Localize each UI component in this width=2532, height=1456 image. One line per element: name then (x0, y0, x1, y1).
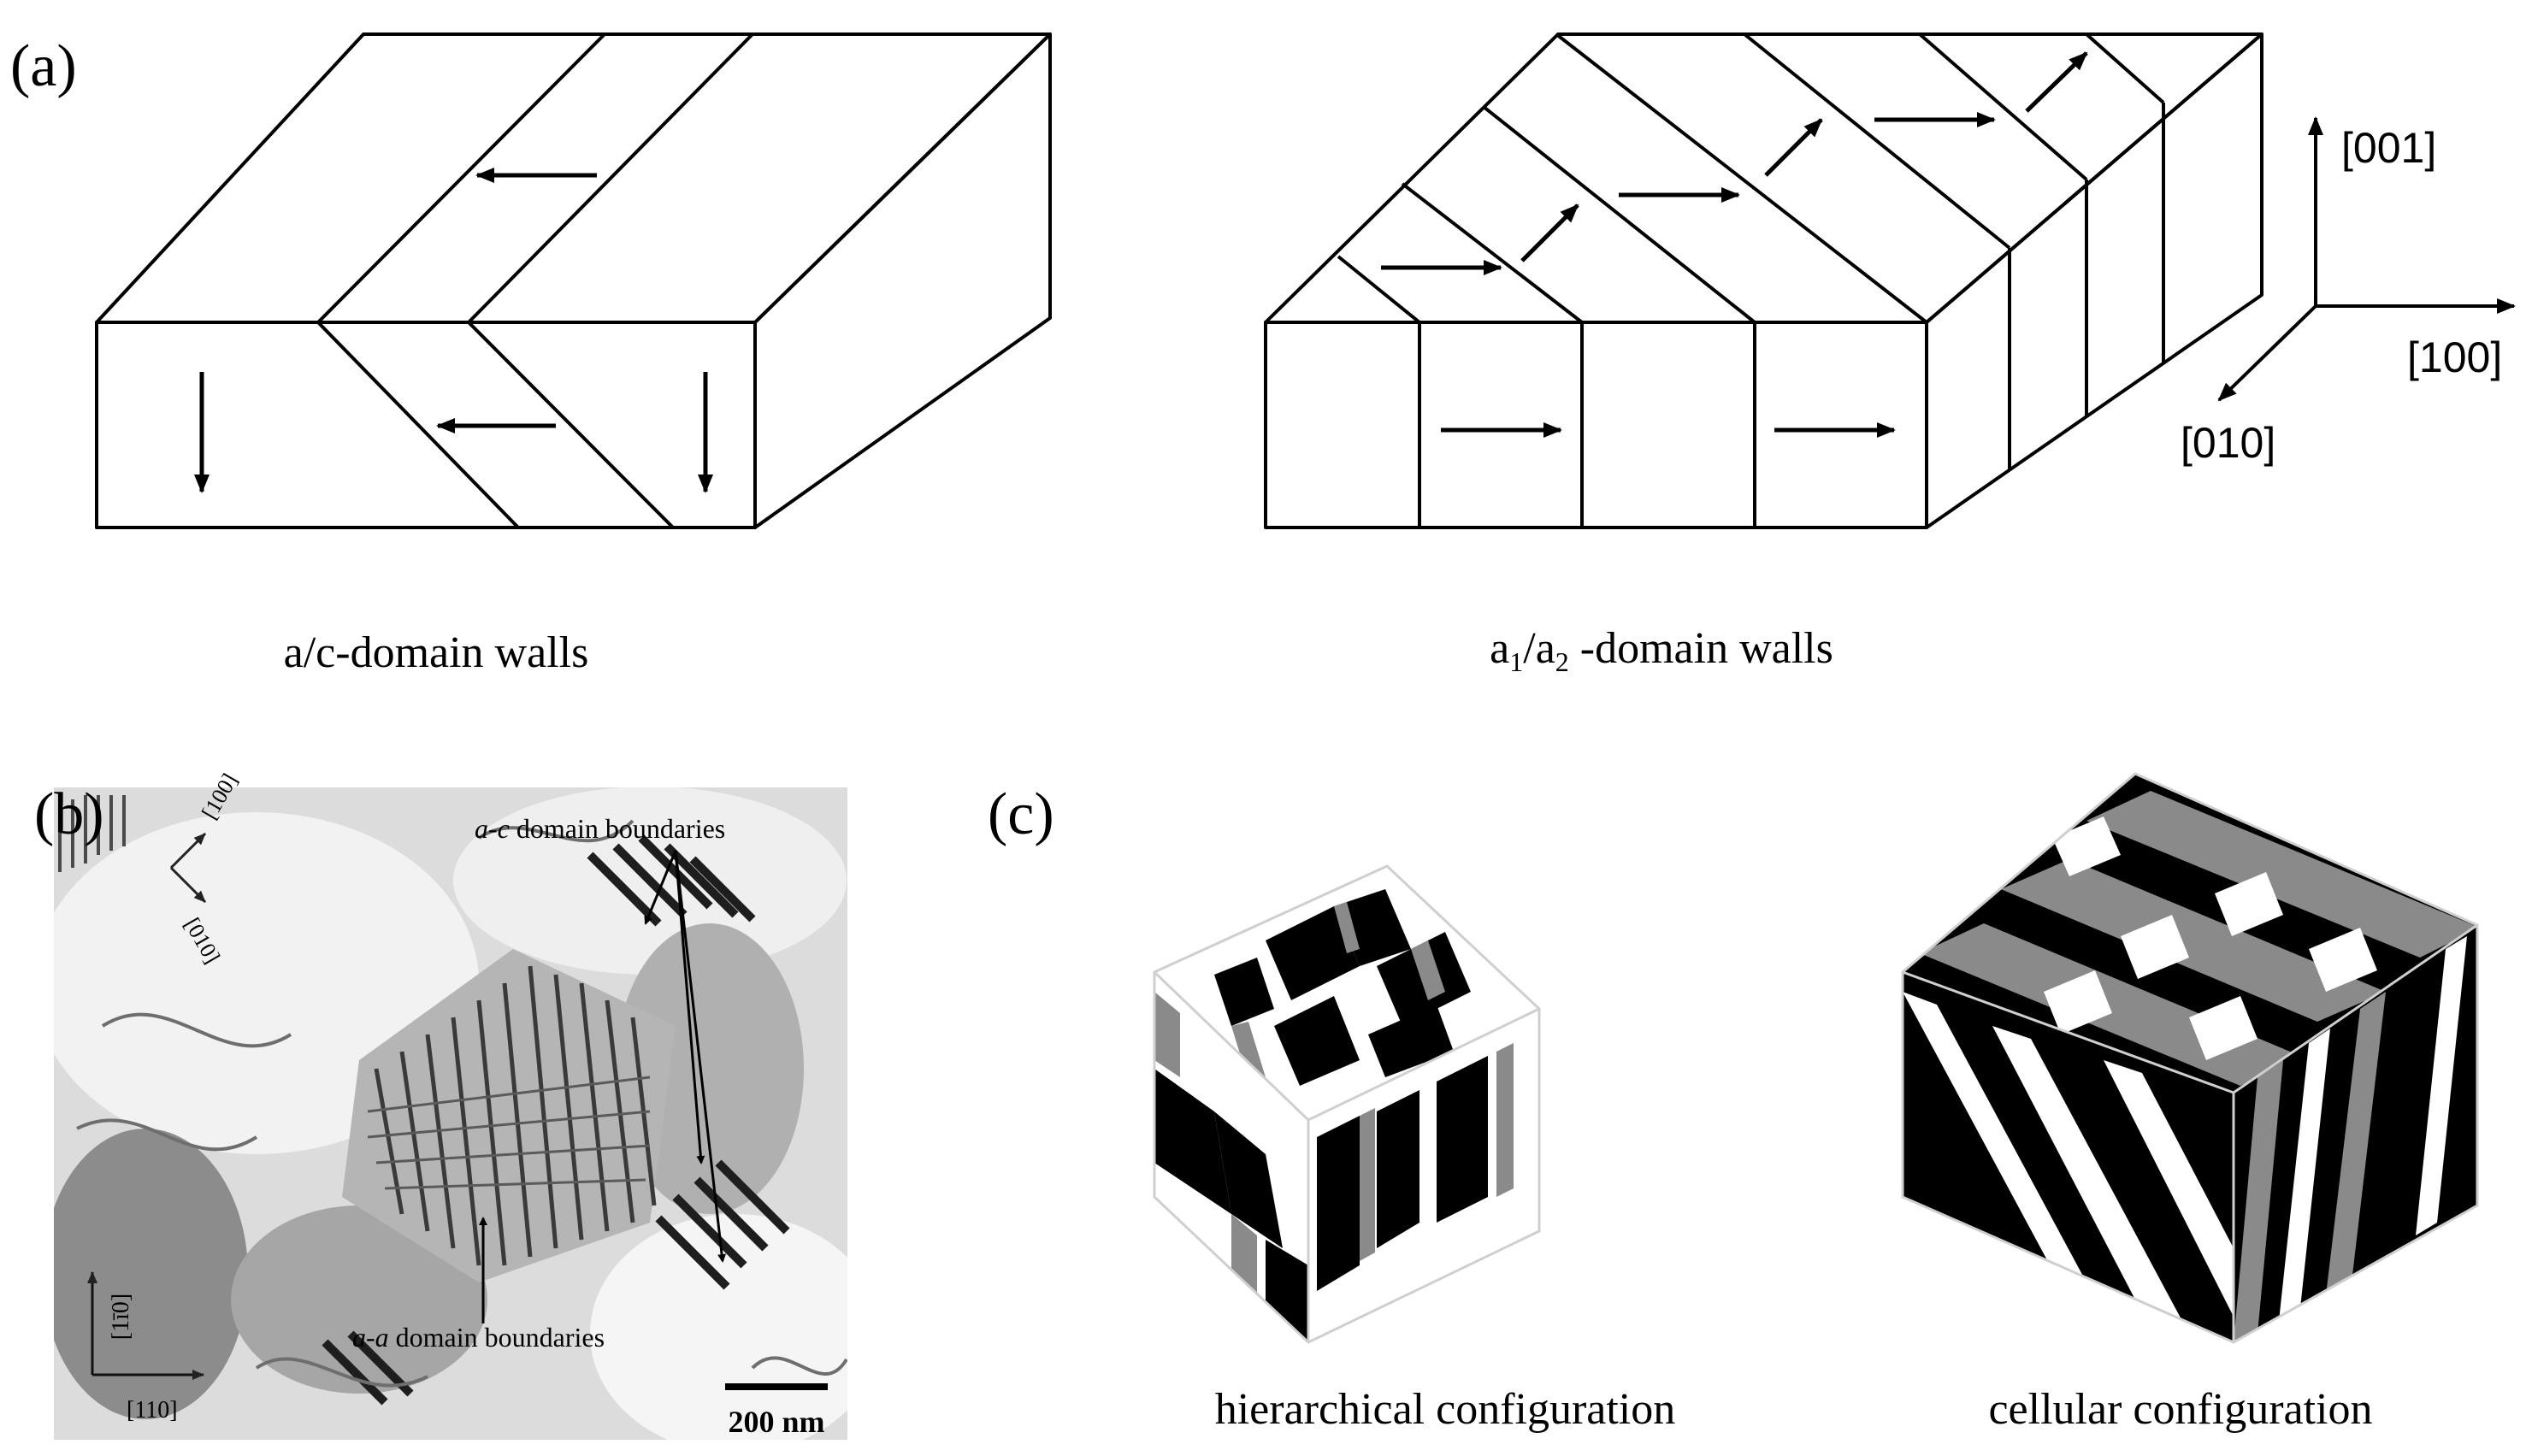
aa-stripes (374, 965, 657, 1266)
panel-c-label: (c) (988, 781, 1054, 847)
a1a2-caption: a1/a2 -domain walls (1490, 624, 1833, 677)
hier-front-face (1154, 972, 1308, 1342)
cell-side-face (2234, 925, 2477, 1342)
dark-region (616, 923, 804, 1214)
dark-region (53, 1129, 248, 1419)
crystal-axes (2217, 116, 2516, 402)
domain-wall (2085, 32, 2165, 104)
tem-axis-1-10: [1ī0] (108, 1294, 134, 1340)
domain-wall (316, 321, 520, 529)
panel-a: (a) a/c-domain walls (10, 32, 2516, 677)
cell-top-face (1903, 774, 2477, 1093)
polarization-arrows-ac (194, 168, 713, 493)
block-front-face (1264, 321, 1928, 529)
axis-010 (2217, 304, 2317, 402)
scale-bar-label: 200 nm (728, 1405, 824, 1439)
aa-boundaries-label: a-a domain boundaries (352, 1322, 605, 1353)
axis-label-010: [010] (2181, 419, 2275, 467)
tem-frame (52, 786, 849, 1441)
dark-region (231, 1205, 487, 1394)
polarization-arrows-a1a2 (1381, 51, 2088, 438)
texture-swirls (76, 819, 848, 1388)
polarization-arrow (1764, 118, 1823, 177)
a1a2-domain-block (1264, 32, 2263, 529)
panel-c: (c) (988, 772, 2479, 1434)
aa-domain-region (342, 949, 676, 1282)
block-front-face (95, 321, 757, 529)
ac-domain-block (95, 32, 1052, 529)
tem-axes-top (169, 832, 207, 904)
cell-front-face (1903, 972, 2234, 1342)
hier-outline (1153, 864, 1541, 1344)
cellular-cube (1901, 772, 2479, 1344)
block-top-face (95, 32, 1052, 324)
domain-wall (467, 32, 754, 324)
polarization-arrow (2025, 51, 2088, 113)
domain-wall (1743, 32, 2011, 250)
domain-wall (467, 321, 675, 529)
tem-axes-bottom (87, 1271, 204, 1380)
panel-b: (b) [100] [010] a-c domain boundaries a-… (34, 769, 849, 1441)
tem-axis-110: [110] (127, 1397, 178, 1424)
axis-label-001: [001] (2341, 124, 2436, 172)
polarization-arrow (1520, 203, 1579, 262)
hierarchical-cube (1153, 864, 1541, 1344)
panel-b-label: (b) (34, 781, 104, 847)
domain-wall (1337, 255, 1421, 324)
cell-outline (1901, 772, 2479, 1344)
left-stripes (58, 795, 126, 872)
block-side-face (1925, 32, 2263, 529)
domain-wall (1401, 182, 1584, 324)
ac-boundaries-label: a-c domain boundaries (475, 813, 725, 844)
domain-wall (316, 32, 606, 324)
axis-label-100: [100] (2407, 333, 2502, 381)
block-top-face (1264, 32, 2263, 324)
domain-wall (1555, 32, 1928, 324)
cellular-caption: cellular configuration (1988, 1385, 2372, 1434)
domain-wall (1918, 32, 2088, 181)
block-side-face (753, 32, 1052, 529)
ac-leader-lines (644, 850, 727, 1263)
aa-stripes-horizontal (367, 1076, 651, 1190)
panel-a-label: (a) (10, 33, 77, 99)
domain-wall (1482, 105, 1756, 324)
tem-micrograph (53, 787, 848, 1441)
hierarchical-caption: hierarchical configuration (1215, 1385, 1676, 1434)
ac-caption: a/c-domain walls (284, 628, 589, 677)
ac-stripes (322, 834, 790, 1406)
